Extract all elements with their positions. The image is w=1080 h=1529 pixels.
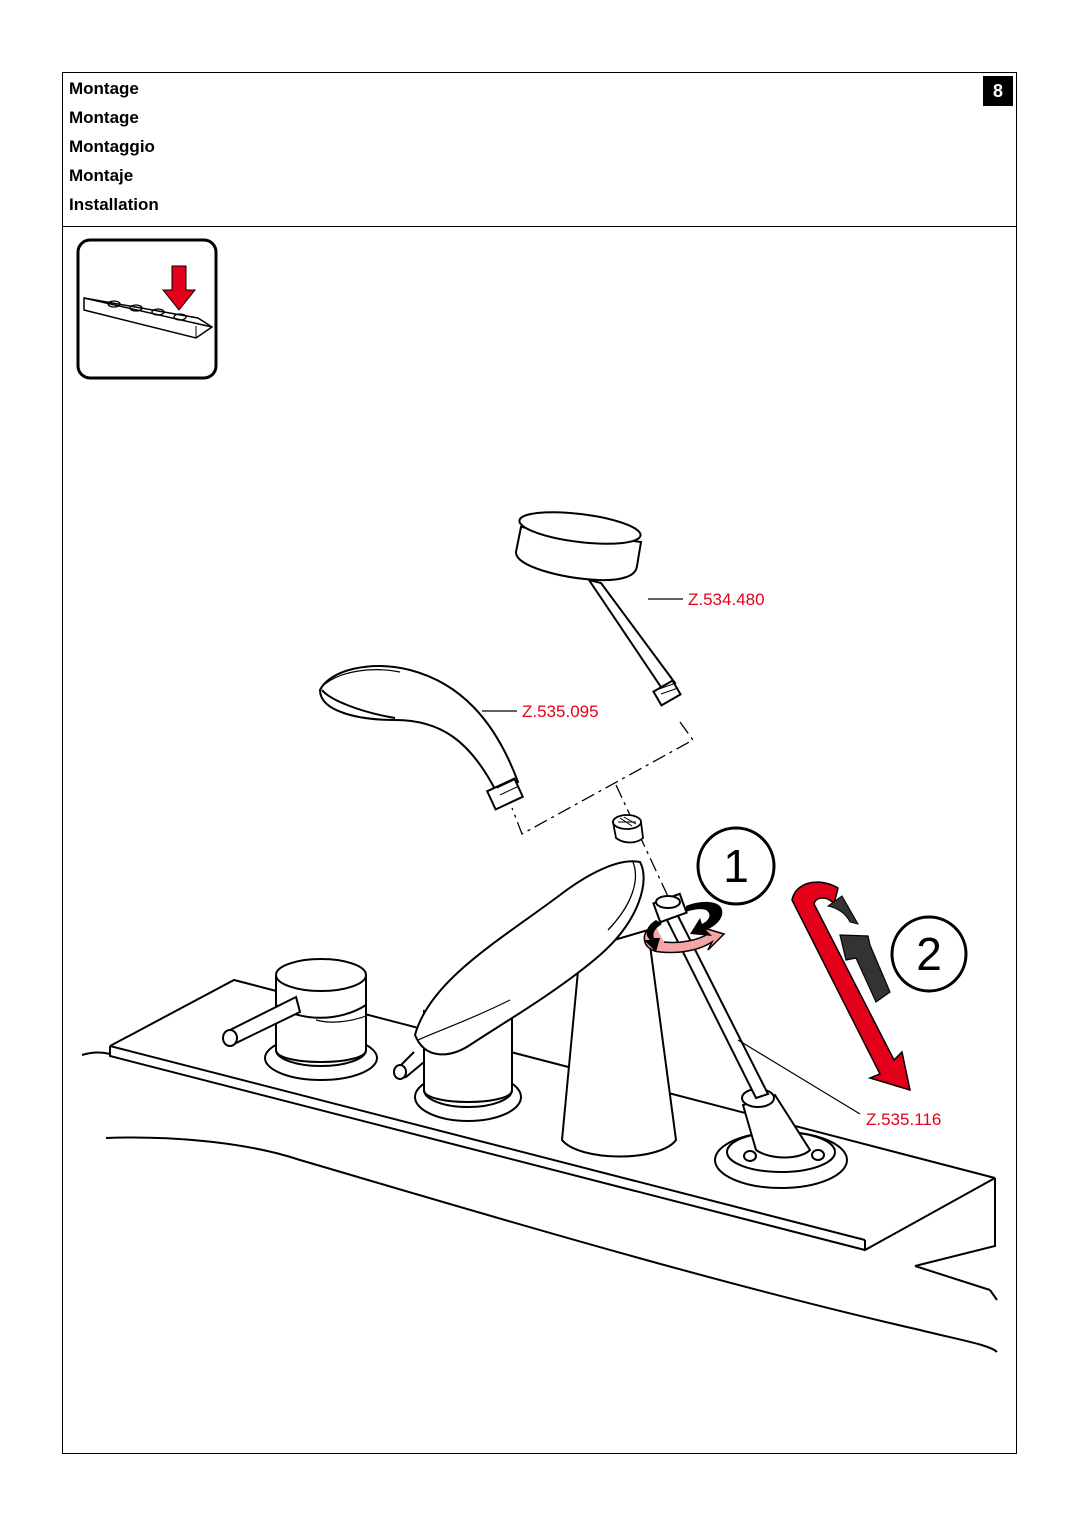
- pull-arrow-icon: [791, 881, 911, 1092]
- page-frame: Montage Montage Montaggio Montaje Instal…: [62, 72, 1017, 1454]
- rotate-arrow-icon: [643, 901, 726, 954]
- hand-shower: [318, 665, 525, 811]
- hose-label: Z.535.116: [866, 1110, 941, 1129]
- head-shower-label: Z.534.480: [688, 590, 765, 609]
- bath-spout: [413, 860, 678, 1158]
- title-es: Montaje: [69, 166, 134, 185]
- step-1-marker: 1: [696, 826, 776, 906]
- title-de: Montage: [69, 79, 139, 98]
- step-1-label: 1: [723, 840, 749, 892]
- hose-outlet: [652, 892, 848, 1189]
- header: Montage Montage Montaggio Montaje Instal…: [63, 73, 1016, 227]
- title-en: Installation: [69, 195, 159, 214]
- title-fr: Montage: [69, 108, 139, 127]
- page-number: 8: [983, 76, 1013, 106]
- deck-mount-arrow-icon: [76, 238, 218, 380]
- head-shower: [514, 511, 682, 707]
- hand-shower-label: Z.535.095: [522, 702, 599, 721]
- step-2-marker: 2: [890, 915, 968, 993]
- hose-leader: [737, 1039, 861, 1115]
- step-2-label: 2: [916, 928, 942, 980]
- assembly-lines: [511, 721, 694, 906]
- deck-plate: [81, 978, 998, 1353]
- left-valve: [222, 958, 378, 1081]
- title-it: Montaggio: [69, 137, 155, 156]
- filter-insert: [611, 814, 644, 844]
